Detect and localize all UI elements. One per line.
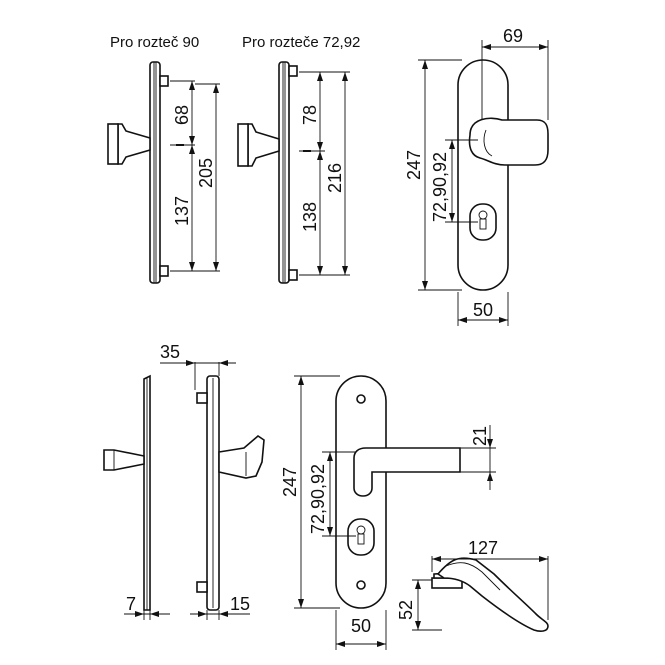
front-view-knob: 69 247 72,90,92 50: [404, 26, 549, 326]
screw-hole-bottom: [356, 580, 366, 590]
knob-face: [107, 123, 119, 165]
shield-plate-front: [457, 59, 509, 291]
inner-stud-bottom: [196, 581, 208, 593]
screw-hole-top: [356, 394, 366, 404]
dim-52: 52: [396, 600, 416, 620]
dim-72-90-92-top: 72,90,92: [430, 152, 450, 222]
lever-arm: [436, 557, 549, 632]
dim-50-bottom: 50: [351, 616, 371, 636]
shield-plate-side: [149, 61, 161, 284]
dim-247-top: 247: [404, 150, 424, 180]
dim-137: 137: [172, 196, 192, 226]
dim-7: 7: [126, 594, 136, 614]
dim-69: 69: [503, 26, 523, 46]
side-view-lever: 35 7 15: [103, 342, 265, 620]
side-view-spacing-72-92: 78 138 216: [237, 61, 350, 284]
dim-15: 15: [230, 594, 250, 614]
dim-216: 216: [325, 163, 345, 193]
keyhole-escutcheon: [469, 203, 497, 241]
knob-face: [237, 123, 249, 167]
side-view-spacing-90: 68 137 205: [107, 61, 220, 284]
screw-stud-top: [159, 75, 169, 87]
dim-247-bottom: 247: [280, 467, 300, 497]
knob-profile: [117, 123, 151, 165]
dim-72-90-92-bottom: 72,90,92: [308, 464, 328, 534]
lever-handle: [353, 447, 461, 497]
outer-knob-stub: [103, 449, 145, 471]
caption-spacing-90: Pro rozteč 90: [110, 34, 199, 51]
screw-stud-top: [288, 65, 298, 77]
screw-stud-bottom: [159, 265, 169, 277]
front-view-lever: 247 72,90,92 21 50: [280, 375, 496, 650]
knob-profile: [247, 123, 280, 167]
lever-top-view: 127 52: [396, 538, 549, 632]
dim-50-top: 50: [473, 300, 493, 320]
dim-127: 127: [468, 538, 498, 558]
dim-68: 68: [172, 105, 192, 125]
inner-stud-top: [196, 392, 208, 404]
caption-spacing-72-92: Pro rozteče 72,92: [242, 34, 360, 51]
dim-205: 205: [196, 158, 216, 188]
dim-138: 138: [300, 202, 320, 232]
dim-35: 35: [160, 342, 180, 362]
knob-front: [468, 117, 549, 166]
dim-78: 78: [300, 105, 320, 125]
keyhole-escutcheon: [347, 518, 375, 556]
dim-21: 21: [470, 426, 490, 446]
inner-lever-rose: [218, 434, 265, 479]
shield-plate-side: [278, 61, 290, 284]
screw-stud-bottom: [288, 269, 298, 281]
